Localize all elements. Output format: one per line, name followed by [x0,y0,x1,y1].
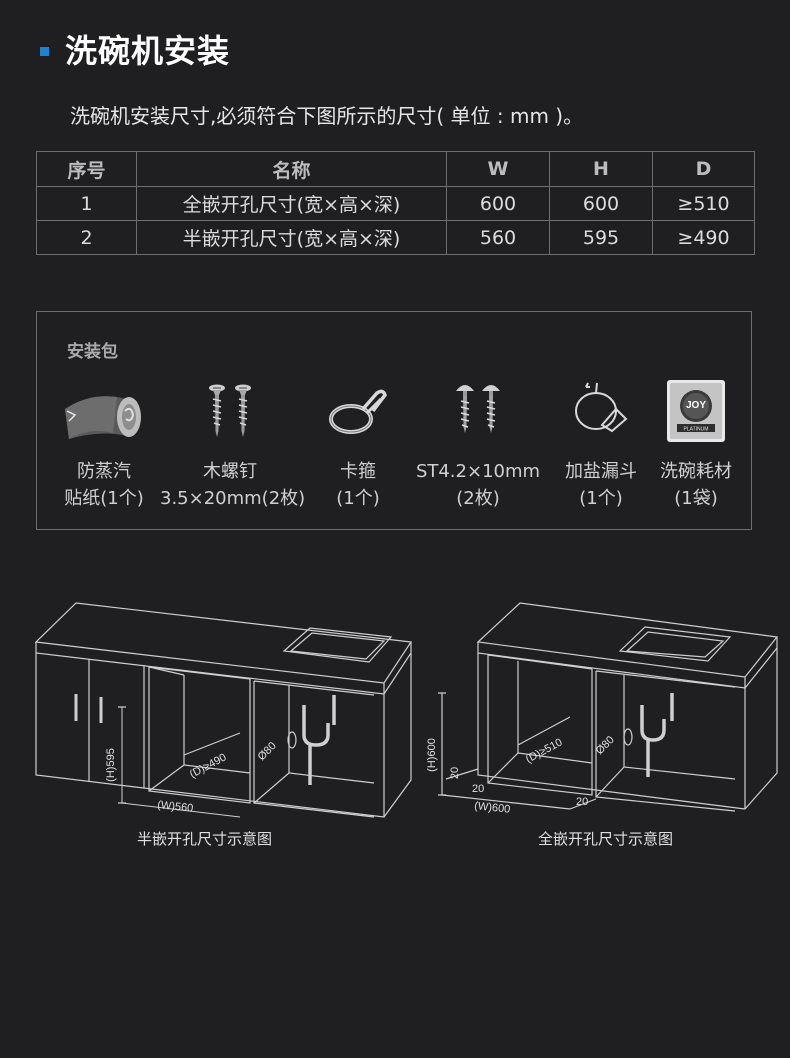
half-embedded-caption: 半嵌开孔尺寸示意图 [137,830,273,848]
table-cell: ≥510 [652,186,755,221]
wood-screws-icon [160,376,300,446]
dim-gap-bottom-label: 20 [472,783,484,795]
installation-kit-box: 安装包 防蒸汽 贴纸(1个) [36,311,752,530]
detergent-brand: JOY [686,400,706,411]
kit-item-qty: (2枚) [456,488,500,509]
kit-item-qty: 贴纸(1个) [64,488,144,509]
header-cell: 序号 [36,151,137,187]
dim-w-label: (W)600 [474,800,511,816]
spec-table: 序号 名称 W H D 1 全嵌开孔尺寸(宽×高×深) 600 600 ≥510… [36,151,755,255]
dim-h-label: (H)595 [105,748,117,782]
detergent-subline: PLATINUM [684,427,709,433]
dim-d-label: (D)≥490 [188,751,229,780]
kit-item-qty: (1个) [336,488,380,509]
dim-gap-top-label: 20 [449,767,461,779]
detergent-pack-icon: JOY PLATINUM [626,376,766,446]
header-cell: H [549,151,653,187]
kit-item-name: 卡箍 [340,461,376,482]
hose-clamp-icon [288,376,428,446]
kit-item-name: 木螺钉 [203,461,257,482]
steam-sticker-roll-icon [34,376,174,446]
kit-item: 加盐漏斗 (1个) [531,376,671,512]
title-text: 洗碗机安装 [65,32,231,70]
kit-item-label: 防蒸汽 贴纸(1个) [34,458,174,512]
kit-item-name: 洗碗耗材 [660,461,732,482]
table-cell: 全嵌开孔尺寸(宽×高×深) [136,186,447,221]
header-cell: D [652,151,755,187]
kit-item-label: 木螺钉 3.5×20mm(2枚) [160,458,306,512]
title-bullet [40,46,49,56]
pipe-diameter-label: Ø80 [256,740,279,763]
kit-item-label: 加盐漏斗 (1个) [531,458,671,512]
st-screws-icon [408,376,548,446]
salt-funnel-icon [531,376,671,446]
table-row: 1 全嵌开孔尺寸(宽×高×深) 600 600 ≥510 [36,186,755,221]
subtitle: 洗碗机安装尺寸,必须符合下图所示的尺寸( 单位 : mm )。 [70,104,584,128]
full-embedded-caption: 全嵌开孔尺寸示意图 [538,830,674,848]
kit-item: 防蒸汽 贴纸(1个) [34,376,174,512]
table-cell: ≥490 [652,220,755,255]
pipe-diameter-label: Ø80 [594,734,617,757]
kit-item-label: 洗碗耗材 (1袋) [626,458,766,512]
kit-item-label: 卡箍 (1个) [288,458,428,512]
kit-item-label: ST4.2×10mm (2枚) [408,458,548,512]
table-cell: 595 [549,220,653,255]
kit-item-qty: 3.5×20mm(2枚) [160,488,306,509]
kit-item: JOY PLATINUM 洗碗耗材 (1袋) [626,376,766,512]
kit-item-name: ST4.2×10mm [415,461,541,482]
table-cell: 1 [36,186,137,221]
table-header-row: 序号 名称 W H D [36,151,755,187]
table-cell: 560 [446,220,550,255]
dim-h-label: (H)600 [426,738,438,772]
kit-item-name: 防蒸汽 [77,461,131,482]
full-embedded-diagram: (H)600 20 (D)≥510 20 (W)600 20 Ø80 [426,602,779,816]
kit-item-name: 加盐漏斗 [565,461,637,482]
half-embedded-diagram: (H)595 (D)≥490 (W)560 Ø80 [34,602,413,818]
kit-item: 卡箍 (1个) [288,376,428,512]
table-cell: 2 [36,220,137,255]
kit-item-qty: (1袋) [674,488,718,509]
table-cell: 600 [446,186,550,221]
header-cell: W [446,151,550,187]
table-cell: 半嵌开孔尺寸(宽×高×深) [136,220,447,255]
dim-gap-right-label: 20 [576,796,588,808]
kit-item: 木螺钉 3.5×20mm(2枚) [160,376,306,512]
kit-title: 安装包 [67,342,118,362]
kit-item-qty: (1个) [579,488,623,509]
dim-d-label: (D)≥510 [524,736,565,765]
page-title: 洗碗机安装 [40,26,230,72]
table-row: 2 半嵌开孔尺寸(宽×高×深) 560 595 ≥490 [36,220,755,255]
header-cell: 名称 [136,151,447,187]
table-cell: 600 [549,186,653,221]
dim-w-label: (W)560 [157,799,194,815]
kit-item: ST4.2×10mm (2枚) [408,376,548,512]
